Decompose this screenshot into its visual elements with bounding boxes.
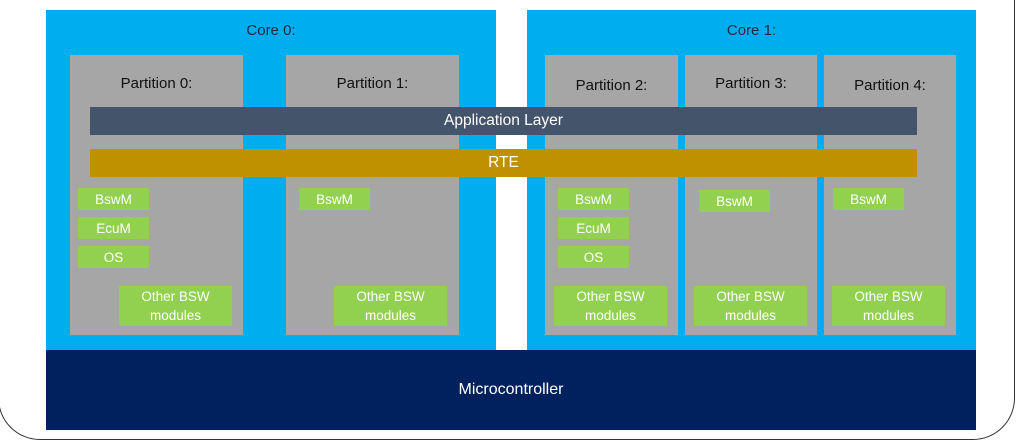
os-module-p0: OS <box>78 246 149 268</box>
bswm-module-p3: BswM <box>699 190 770 212</box>
partition-0-label: Partition 0: <box>120 75 193 92</box>
bswm-module-p1: BswM <box>299 188 370 210</box>
bswm-module-p2: BswM <box>558 188 629 210</box>
rte-bar: RTE <box>90 149 917 177</box>
bswm-module-p0: BswM <box>78 188 149 210</box>
partition-4-label: Partition 4: <box>854 77 926 94</box>
partition-1-label: Partition 1: <box>336 75 409 92</box>
partition-3-label: Partition 3: <box>715 75 787 92</box>
other-bsw-modules-p4: Other BSW modules <box>832 286 945 326</box>
other-bsw-modules-p3: Other BSW modules <box>694 286 807 326</box>
os-module-p2: OS <box>558 246 629 268</box>
other-bsw-modules-p0: Other BSW modules <box>119 286 232 326</box>
core-1-label: Core 1: <box>726 22 777 39</box>
bswm-module-p4: BswM <box>833 188 904 210</box>
ecum-module-p0: EcuM <box>78 217 149 239</box>
other-bsw-modules-p2: Other BSW modules <box>554 286 667 326</box>
other-bsw-modules-p1: Other BSW modules <box>334 286 447 326</box>
microcontroller-bar: Microcontroller <box>46 350 976 430</box>
ecum-module-p2: EcuM <box>558 217 629 239</box>
core-0-label: Core 0: <box>246 22 296 39</box>
partition-2-label: Partition 2: <box>575 77 648 94</box>
application-layer-bar: Application Layer <box>90 107 917 135</box>
